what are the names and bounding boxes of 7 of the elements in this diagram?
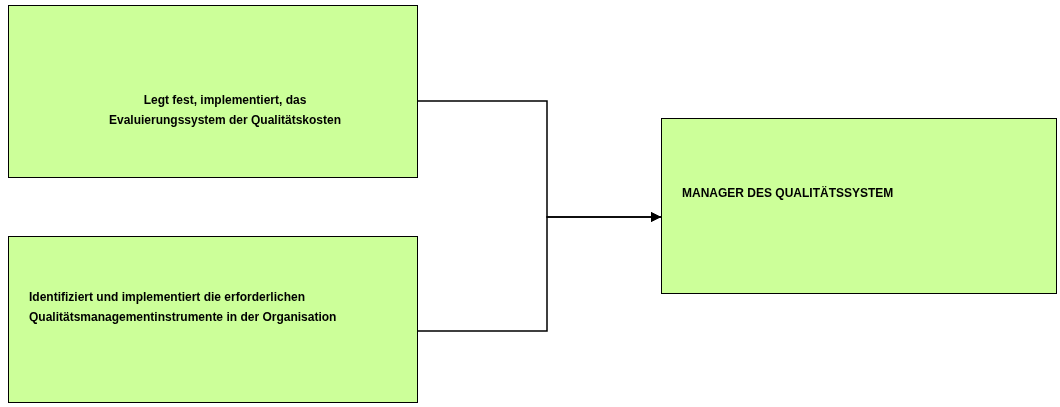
- connector-arrow: [417, 212, 662, 332]
- process-box: [8, 5, 418, 178]
- box-text: MANAGER DES QUALITÄTSSYSTEM: [682, 185, 895, 202]
- box-text: Legt fest, implementiert, das Evaluierungssystem der Qualitätskosten: [107, 92, 343, 129]
- process-box: [661, 118, 1057, 294]
- process-box: [8, 236, 418, 403]
- box-text: Identifiziert und implementiert die erforderlichen Qualitätsmanagementinstrumente in der Organisation: [29, 289, 338, 326]
